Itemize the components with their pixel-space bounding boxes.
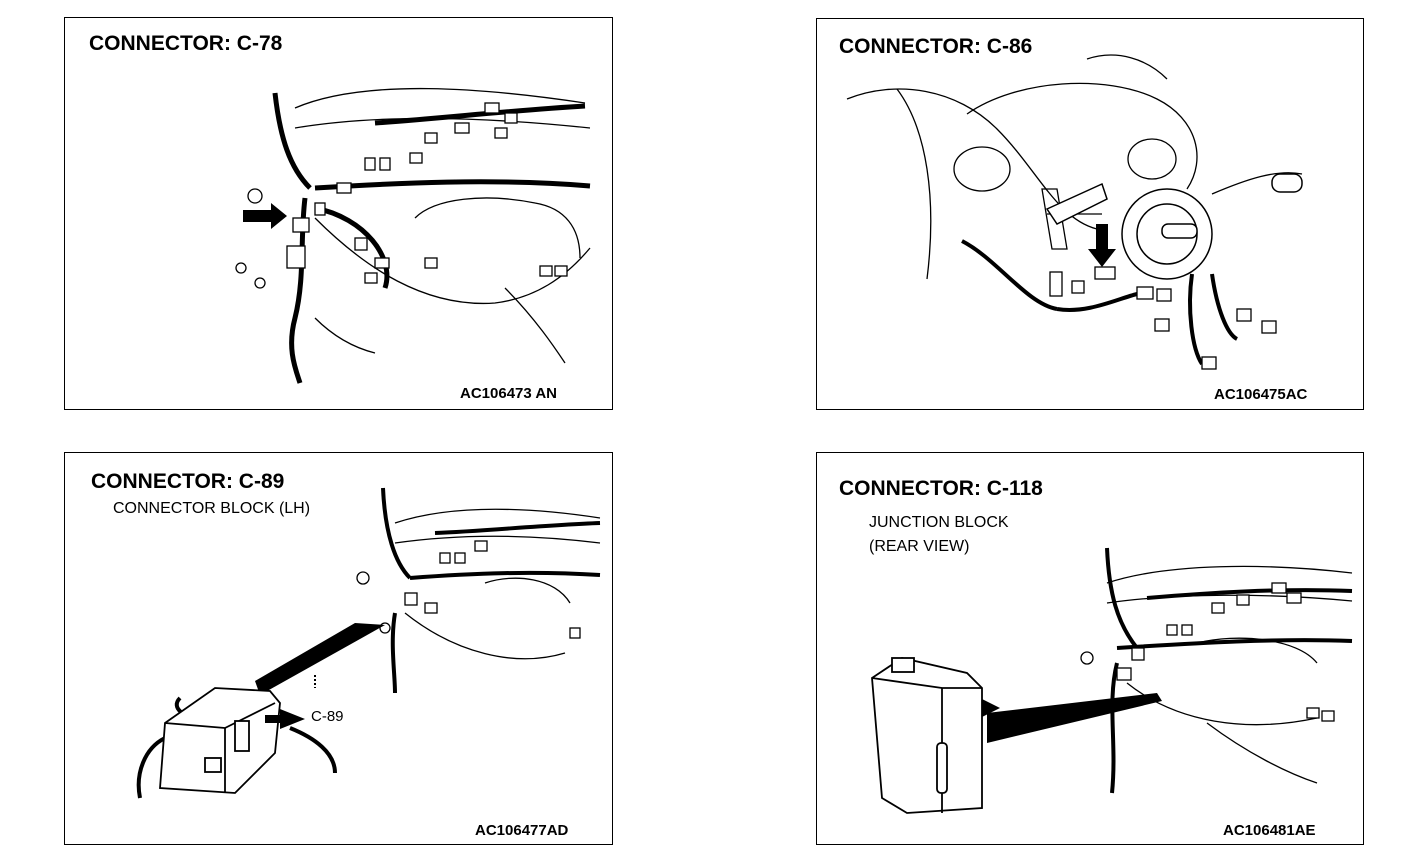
junction-block-illustration [871, 547, 1353, 814]
diagram-panel-c86: CONNECTOR: C-86 AC106475AC [816, 18, 1364, 410]
dashboard-harness-illustration [235, 87, 591, 384]
panel-subtitle: CONNECTOR BLOCK (LH) [113, 500, 311, 517]
panel-title: CONNECTOR: C-118 [839, 477, 1043, 500]
panel-title: CONNECTOR: C-89 [91, 470, 285, 493]
figure-code: AC106477AD [475, 822, 569, 839]
diagram-panel-c118: CONNECTOR: C-118 JUNCTION BLOCK (REAR VI… [816, 452, 1364, 845]
figure-code: AC106473 AN [460, 385, 557, 402]
diagram-panel-c89: CONNECTOR: C-89 CONNECTOR BLOCK (LH) C-8… [64, 452, 613, 845]
steering-column-illustration [846, 54, 1303, 370]
connector-block-illustration [136, 487, 601, 799]
panel-title: CONNECTOR: C-78 [89, 32, 283, 55]
figure-code: AC106481AE [1223, 822, 1316, 839]
connector-callout-label: C-89 [311, 708, 344, 725]
diagram-panel-c78: CONNECTOR: C-78 AC106473 AN [64, 17, 613, 410]
figure-code: AC106475AC [1214, 386, 1308, 403]
panel-subtitle-line-1: JUNCTION BLOCK [869, 514, 1009, 531]
panel-subtitle-line-2: (REAR VIEW) [869, 538, 970, 555]
panel-title: CONNECTOR: C-86 [839, 35, 1033, 58]
